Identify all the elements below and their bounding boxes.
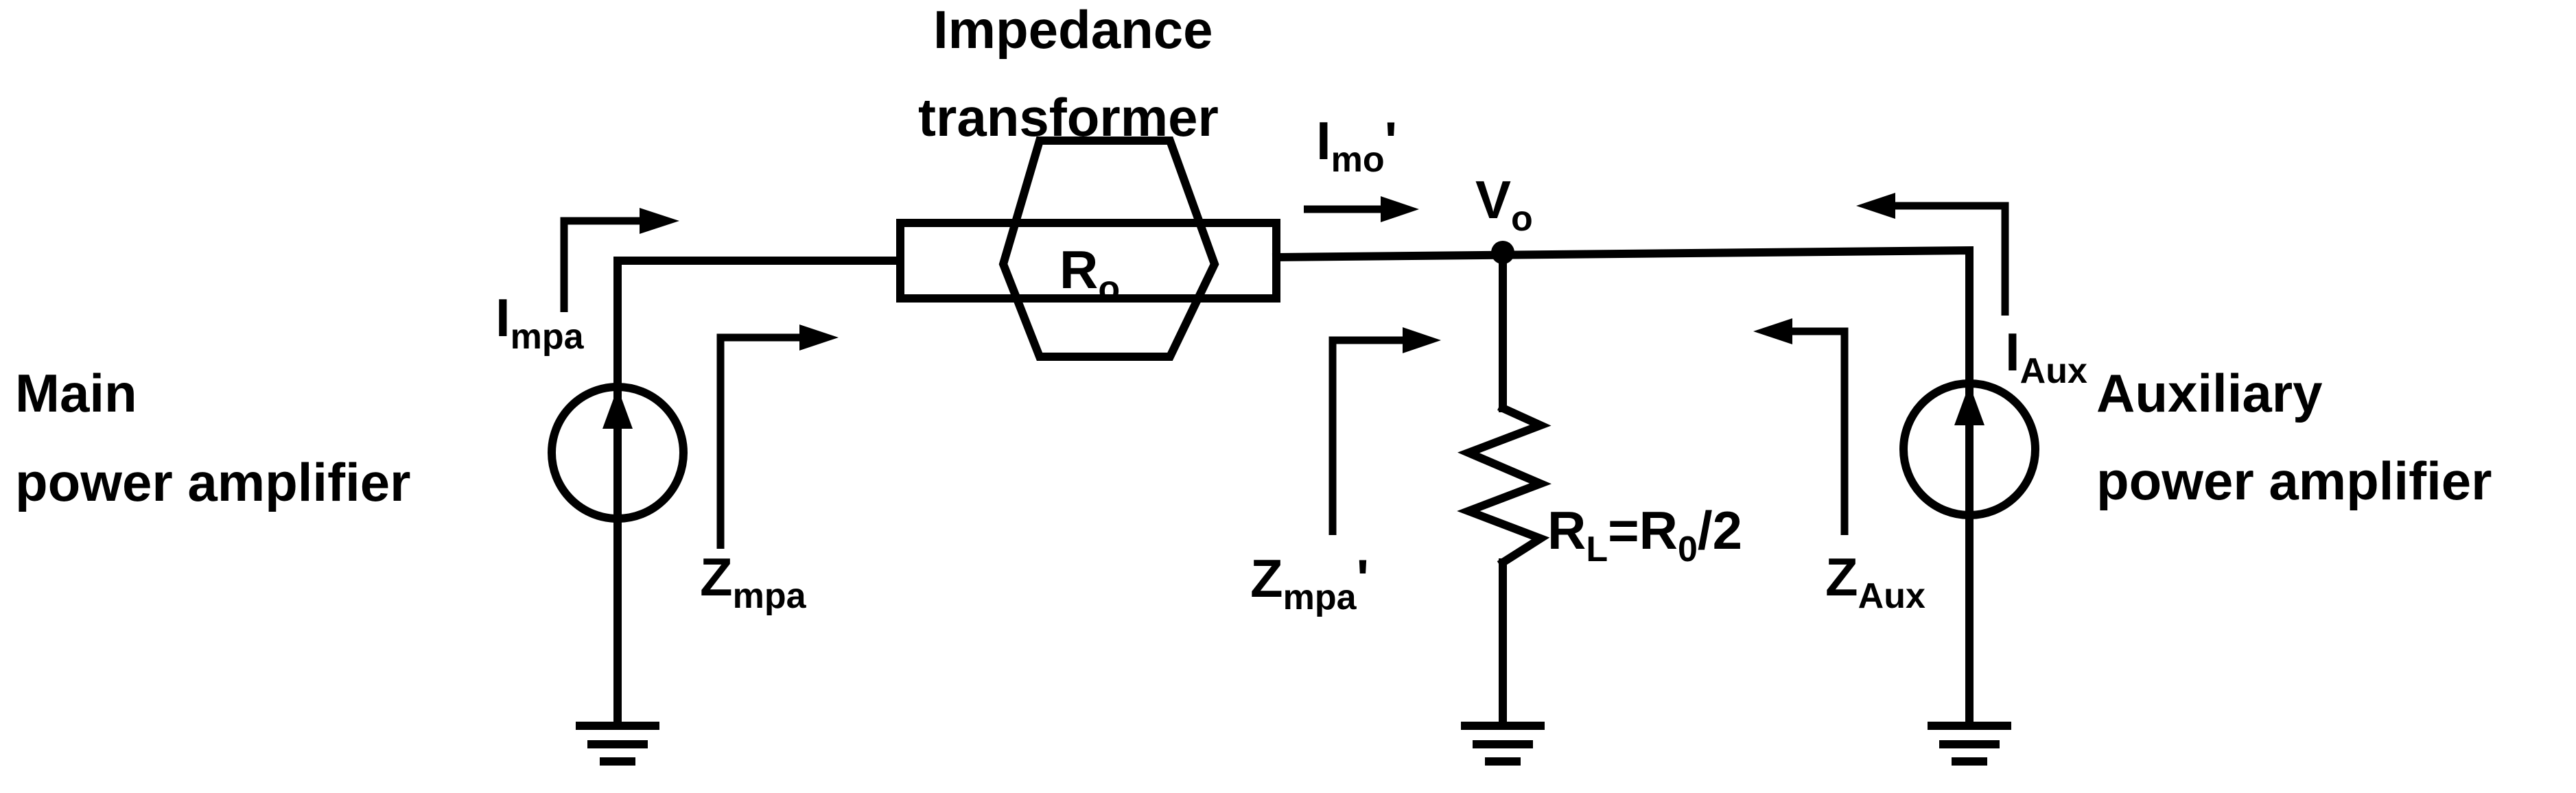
zaux-label: ZAux (1825, 547, 1925, 616)
aux-source-arrow-icon (1954, 384, 1984, 425)
node-dot (1491, 241, 1514, 264)
imo-indicator: Imo' (1304, 110, 1419, 222)
aux-label-line2: power amplifier (2096, 451, 2492, 511)
imo-arrow-icon (1381, 196, 1419, 222)
impedance-transformer: Impedance transformer Ro (896, 0, 1280, 361)
zaux-indicator: ZAux (1753, 318, 1925, 616)
transformer-title-line1: Impedance (933, 0, 1213, 60)
ground-aux-icon (1928, 722, 2011, 766)
main-label-line1: Main (15, 363, 137, 423)
zmpa-indicator: Zmpa (700, 324, 839, 616)
iaux-arrow-icon (1856, 193, 1895, 219)
zmpa-prime-label: Zmpa' (1250, 548, 1369, 617)
resistor-zigzag-icon (1457, 403, 1552, 569)
zmpa-arrow-icon (799, 324, 839, 351)
ground-load-icon (1461, 722, 1545, 766)
output-top-wire (1272, 246, 1974, 730)
rl-label: RL=R0/2 (1547, 500, 1742, 569)
aux-label-line1: Auxiliary (2096, 363, 2322, 423)
transformer-rectangle (896, 219, 1280, 303)
main-source-arrow-icon (602, 388, 633, 429)
transformer-ro-label: Ro (1059, 239, 1120, 309)
ground-main-icon (576, 722, 659, 766)
main-top-wire (613, 257, 904, 730)
zaux-arrow-icon (1753, 318, 1792, 344)
load-resistor: RL=R0/2 (1457, 403, 1742, 569)
main-current-source: Main power amplifier (15, 363, 688, 525)
zmpa-label: Zmpa (700, 547, 807, 616)
zmpa-prime-indicator: Zmpa' (1250, 327, 1441, 617)
transformer-title-line2: transformer (918, 87, 1219, 147)
output-node: Vo (1475, 169, 1533, 264)
imo-label: Imo' (1316, 110, 1397, 180)
wires (613, 246, 1974, 730)
impa-label: Impa (495, 287, 585, 357)
vo-label: Vo (1475, 169, 1533, 239)
impa-indicator: Impa (495, 208, 679, 357)
zmpa-prime-arrow-icon (1403, 327, 1441, 353)
main-label-line2: power amplifier (15, 452, 410, 512)
impa-arrow-icon (640, 208, 679, 234)
transformer-hexagon (998, 137, 1219, 361)
iaux-label: IAux (2005, 322, 2087, 391)
aux-current-source: Auxiliary power amplifier (1899, 363, 2492, 522)
iaux-indicator: IAux (1856, 193, 2087, 391)
